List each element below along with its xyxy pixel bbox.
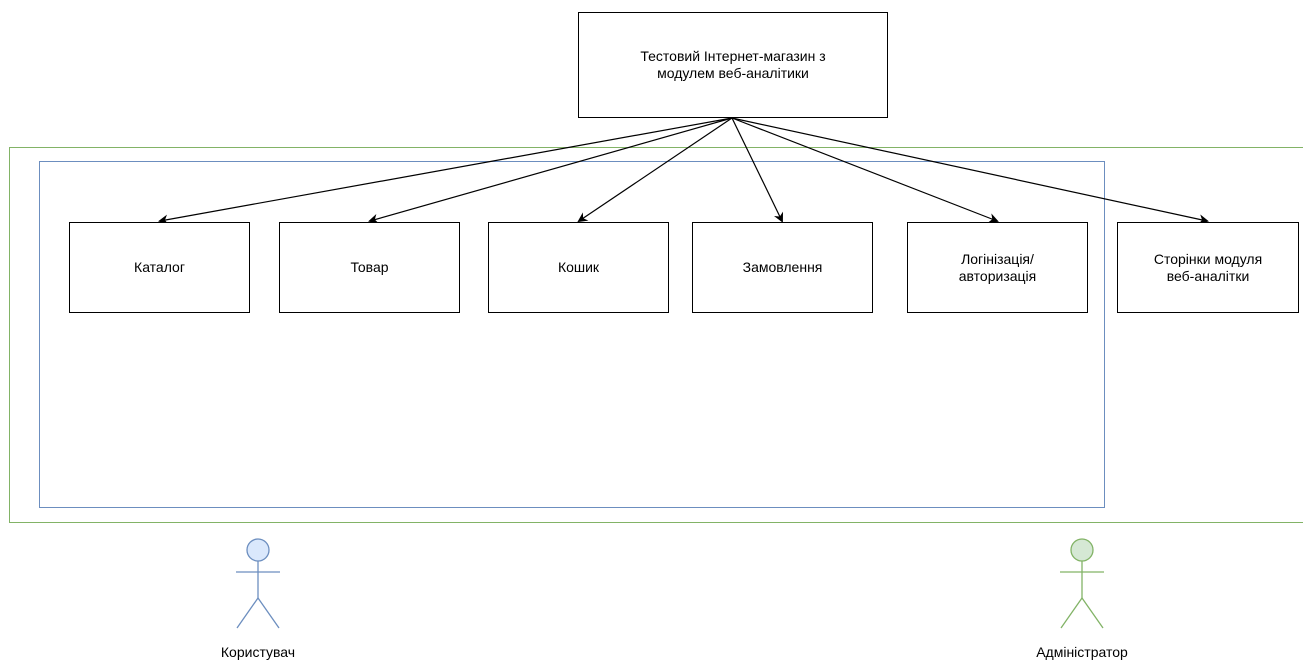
- actor-admin-label: Адміністратор: [1036, 644, 1128, 660]
- node-cart[interactable]: Кошик: [488, 222, 669, 313]
- node-catalog-label: Каталог: [134, 259, 185, 275]
- user-stick-figure-icon: [236, 538, 280, 629]
- node-analytics[interactable]: Сторінки модуля веб-аналітки: [1117, 222, 1299, 313]
- node-login[interactable]: Логінізація/ авторизація: [907, 222, 1088, 313]
- node-product[interactable]: Товар: [279, 222, 460, 313]
- admin-stick-figure-icon: [1060, 538, 1104, 629]
- node-login-label: Логінізація/ авторизація: [958, 250, 1037, 284]
- node-product-label: Товар: [350, 259, 389, 275]
- node-orders[interactable]: Замовлення: [692, 222, 873, 313]
- actor-admin[interactable]: Адміністратор: [1012, 536, 1152, 661]
- node-cart-label: Кошик: [557, 259, 600, 275]
- node-orders-label: Замовлення: [742, 259, 823, 275]
- node-analytics-label: Сторінки модуля веб-аналітки: [1153, 250, 1263, 284]
- root-node[interactable]: Тестовий Інтернет-магазин з модулем веб-…: [578, 12, 888, 118]
- root-node-label: Тестовий Інтернет-магазин з модулем веб-…: [640, 48, 826, 81]
- actor-user[interactable]: Користувач: [188, 536, 328, 661]
- user-scope-boundary: [39, 161, 1105, 508]
- node-catalog[interactable]: Каталог: [69, 222, 250, 313]
- actor-user-label: Користувач: [220, 644, 296, 660]
